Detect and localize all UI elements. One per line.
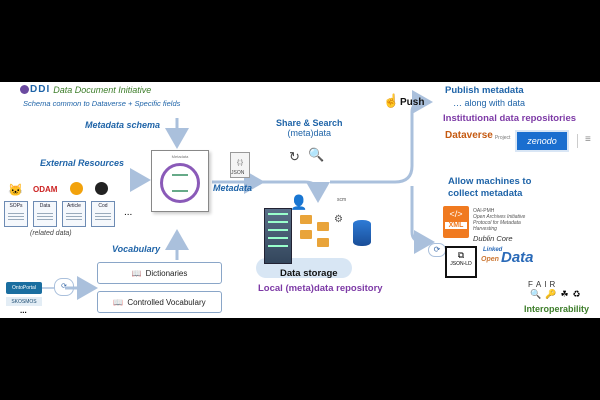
doc-data: Data bbox=[33, 201, 57, 227]
dataset-logo-icon bbox=[70, 182, 83, 195]
along-with-data-label: … along with data bbox=[453, 98, 526, 108]
publish-metadata-label: Publish metadata bbox=[445, 85, 524, 96]
oai-pmh-text: OAI-PMH Open Archives Initiative Protoco… bbox=[473, 208, 526, 232]
arrow-to-allow bbox=[410, 186, 435, 254]
folder-icon bbox=[300, 215, 312, 224]
folder-icon bbox=[300, 230, 312, 239]
server-rack-icon bbox=[264, 208, 292, 264]
fair-icons: F A I R bbox=[528, 280, 555, 289]
dublin-core-label: Dublin Core bbox=[473, 234, 513, 243]
cloud-api-icon: ⟳ bbox=[54, 278, 74, 296]
book-icon: 📖 bbox=[113, 297, 124, 307]
vocab-ellipsis: ... bbox=[20, 306, 27, 315]
data-storage-label: Data storage bbox=[280, 268, 338, 279]
allow-machines-label: Allow machines to bbox=[448, 176, 532, 187]
local-repository-label: Local (meta)data repository bbox=[258, 283, 383, 294]
doc-article: Article bbox=[62, 201, 86, 227]
fair-symbol-icons: 🔍 🔑 ☘ ♻ bbox=[530, 289, 581, 300]
doc-sops: SOPs bbox=[4, 201, 28, 227]
push-label: Push bbox=[400, 97, 425, 108]
gear-icon: ⚙ bbox=[334, 214, 343, 225]
arrow-to-publish bbox=[330, 90, 433, 184]
external-resources-label: External Resources bbox=[40, 158, 125, 168]
ontoportal-logo: OntoPortal bbox=[6, 282, 42, 294]
related-data-label: (related data) bbox=[30, 230, 72, 237]
repo-more-icon: ≡ bbox=[585, 134, 591, 145]
institutional-repositories-label: Institutional data repositories bbox=[443, 113, 577, 124]
fair-letter-a: A bbox=[535, 280, 542, 289]
doc-code: Cod bbox=[91, 201, 115, 227]
cat-icon: 🐱 bbox=[8, 183, 23, 197]
controlled-vocabulary-box: 📖 Controlled Vocabulary bbox=[97, 291, 222, 313]
cloud-api-icon: ⟳ bbox=[428, 243, 446, 257]
dictionaries-box: 📖 Dictionaries bbox=[97, 262, 222, 284]
fair-letter-f: F bbox=[528, 280, 533, 289]
diagram-canvas: DDI Data Document Initiative Schema comm… bbox=[0, 82, 600, 318]
github-icon bbox=[95, 182, 108, 195]
scm-label: scm bbox=[337, 197, 347, 203]
ddi-logo-text: DDI bbox=[30, 84, 51, 95]
jsonld-logo: ⧉ JSON-LD bbox=[445, 246, 477, 278]
skosmos-logo: SKOSMOS bbox=[6, 297, 42, 306]
ddi-logo-circle-icon bbox=[20, 85, 29, 94]
ddi-logo: DDI bbox=[20, 84, 50, 95]
json-label: JSON bbox=[231, 170, 245, 176]
vocabulary-label: Vocabulary bbox=[112, 244, 161, 254]
reuse-icon: ♻ bbox=[572, 289, 581, 299]
linked-open-data-logo: Linked Open Data bbox=[481, 247, 534, 266]
docs-ellipsis: ... bbox=[124, 207, 133, 218]
zenodo-logo: zenodo bbox=[515, 130, 569, 152]
metadata-document: Metadata bbox=[151, 150, 209, 212]
metadata-document-icon bbox=[160, 163, 200, 203]
share-search-label: Share & Search (meta)data bbox=[276, 118, 343, 138]
arrow-into-storage bbox=[262, 180, 330, 203]
metadata-flow-label: Metadata bbox=[213, 183, 253, 193]
person-icon: 👤 bbox=[290, 194, 308, 210]
database-icon bbox=[353, 220, 371, 246]
metadata-schema-label: Metadata schema bbox=[85, 120, 161, 130]
access-icon: 🔑 bbox=[545, 289, 557, 299]
odam-logo: ODAM bbox=[33, 185, 58, 194]
search-icon: 🔍 bbox=[308, 147, 325, 162]
ddi-subtitle: Schema common to Dataverse + Specific fi… bbox=[23, 99, 181, 108]
dataverse-logo: Dataverse Project bbox=[445, 130, 511, 141]
arrows-layer bbox=[40, 90, 435, 300]
sync-icon: ↻ bbox=[289, 149, 300, 164]
interop-icon: ☘ bbox=[560, 289, 569, 299]
fair-letter-i: I bbox=[544, 280, 547, 289]
pointer-hand-icon: ☝ bbox=[383, 93, 400, 108]
fair-letter-r: R bbox=[549, 280, 556, 289]
ddi-header: DDI Data Document Initiative bbox=[20, 84, 151, 95]
json-file-icon: {;} bbox=[230, 152, 250, 178]
ddi-title: Data Document Initiative bbox=[53, 84, 152, 95]
xml-logo: </> XML bbox=[443, 206, 469, 238]
collect-metadata-label: collect metadata bbox=[448, 188, 523, 199]
folder-icon bbox=[317, 222, 329, 231]
book-icon: 📖 bbox=[131, 268, 142, 278]
interoperability-label: Interoperability bbox=[524, 304, 590, 314]
folder-icon bbox=[317, 238, 329, 247]
logo-divider bbox=[577, 134, 578, 148]
find-icon: 🔍 bbox=[530, 289, 542, 299]
